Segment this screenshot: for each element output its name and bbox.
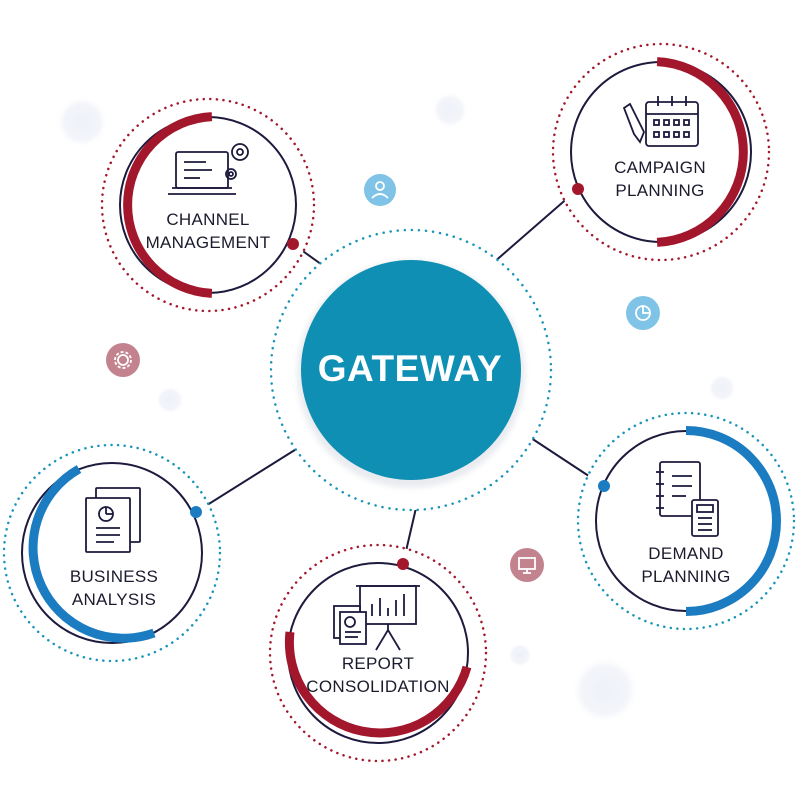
report-consolidation-node xyxy=(268,543,488,763)
floating-pie-badge xyxy=(626,296,660,330)
background-bubbles xyxy=(56,92,736,724)
demand-planning-line2: PLANNING xyxy=(641,567,731,586)
business-analysis-line2: ANALYSIS xyxy=(71,590,157,609)
pie-chart-icon xyxy=(635,305,651,321)
report-consolidation-line1: REPORT xyxy=(341,654,415,673)
report-consolidation-line2: CONSOLIDATION xyxy=(306,677,450,696)
campaign-planning-line2: PLANNING xyxy=(615,181,705,200)
business-analysis-node xyxy=(2,443,222,663)
business-analysis-line1: BUSINESS xyxy=(69,567,159,586)
gateway-circle xyxy=(301,260,521,480)
report-consolidation-label: REPORT CONSOLIDATION xyxy=(298,652,458,698)
user-icon xyxy=(371,181,389,199)
floating-gear-badge xyxy=(106,343,140,377)
floating-user-badge xyxy=(362,172,398,208)
business-analysis-label: BUSINESS ANALYSIS xyxy=(44,565,184,611)
laptop-gear-icon xyxy=(168,143,249,195)
channel-management-line2: MANAGEMENT xyxy=(145,233,271,252)
gateway-hub xyxy=(269,228,553,512)
report-document-icon xyxy=(85,487,141,553)
gear-icon xyxy=(114,351,132,369)
floating-monitor-badge xyxy=(510,548,544,582)
gateway-title: GATEWAY xyxy=(317,348,503,389)
channel-management-label: CHANNEL MANAGEMENT xyxy=(138,208,278,254)
monitor-icon xyxy=(518,557,536,574)
demand-planning-node xyxy=(576,411,796,631)
notebook-calculator-icon xyxy=(656,461,719,537)
channel-management-node xyxy=(100,97,316,313)
pencil-calendar-icon xyxy=(622,96,699,147)
campaign-planning-node xyxy=(551,42,771,262)
demand-planning-label: DEMAND PLANNING xyxy=(616,542,756,588)
demand-planning-line1: DEMAND xyxy=(648,544,724,563)
campaign-planning-line1: CAMPAIGN xyxy=(614,158,706,177)
campaign-planning-label: CAMPAIGN PLANNING xyxy=(590,156,730,202)
presentation-board-icon xyxy=(333,585,420,651)
channel-management-line1: CHANNEL xyxy=(166,210,250,229)
